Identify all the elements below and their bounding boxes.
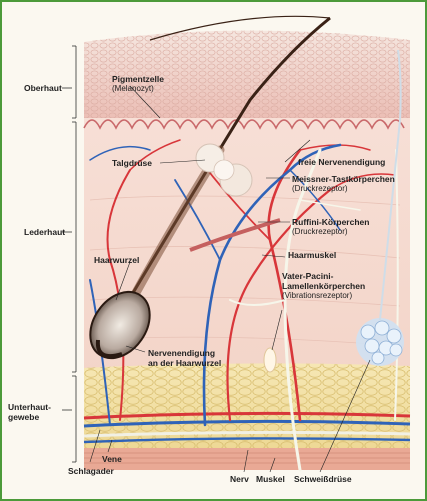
label-sebaceous-gland: Talgdrüse	[112, 158, 152, 168]
label-ruffini: Ruffini-Körperchen (Druckrezeptor)	[292, 217, 369, 237]
label-pigment-cell-title: Pigmentzelle	[112, 74, 164, 84]
label-vater-pacini-line2: Lamellenkörperchen	[282, 281, 365, 291]
label-ruffini-sub: (Druckrezeptor)	[292, 227, 369, 237]
layer-label-subcutis: Unterhaut- gewebe	[8, 402, 51, 422]
label-hair-muscle: Haarmuskel	[288, 250, 336, 260]
label-artery: Schlagader	[68, 466, 114, 476]
label-meissner-sub: (Druckrezeptor)	[292, 184, 395, 194]
layer-label-subcutis-line1: Unterhaut-	[8, 402, 51, 412]
label-vater-pacini-sub: (Vibrationsrezeptor)	[282, 291, 365, 301]
layer-brackets	[62, 46, 76, 462]
label-hair-root-nerve-line2: an der Haarwurzel	[148, 358, 221, 368]
label-meissner-title: Meissner-Tastkörperchen	[292, 174, 395, 184]
pacini-corpuscle	[264, 348, 276, 372]
label-vater-pacini-line1: Vater-Pacini-	[282, 271, 365, 281]
label-ruffini-title: Ruffini-Körperchen	[292, 217, 369, 227]
label-vein: Vene	[102, 454, 122, 464]
layer-label-dermis: Lederhaut	[24, 227, 65, 237]
label-meissner: Meissner-Tastkörperchen (Druckrezeptor)	[292, 174, 395, 194]
label-pigment-cell-sub: (Melanozyt)	[112, 84, 164, 94]
label-muscle: Muskel	[256, 474, 285, 484]
label-hair-root: Haarwurzel	[94, 255, 139, 265]
layer-label-subcutis-line2: gewebe	[8, 412, 51, 422]
layer-label-epidermis: Oberhaut	[24, 83, 62, 93]
label-hair-root-nerve: Nervenendigung an der Haarwurzel	[148, 348, 221, 368]
label-free-nerve-ending: freie Nervenendigung	[298, 157, 385, 167]
label-nerve: Nerv	[230, 474, 249, 484]
label-hair-root-nerve-line1: Nervenendigung	[148, 348, 221, 358]
label-sweat-gland: Schweißdrüse	[294, 474, 352, 484]
label-pigment-cell: Pigmentzelle (Melanozyt)	[112, 74, 164, 94]
label-vater-pacini: Vater-Pacini- Lamellenkörperchen (Vibrat…	[282, 271, 365, 301]
